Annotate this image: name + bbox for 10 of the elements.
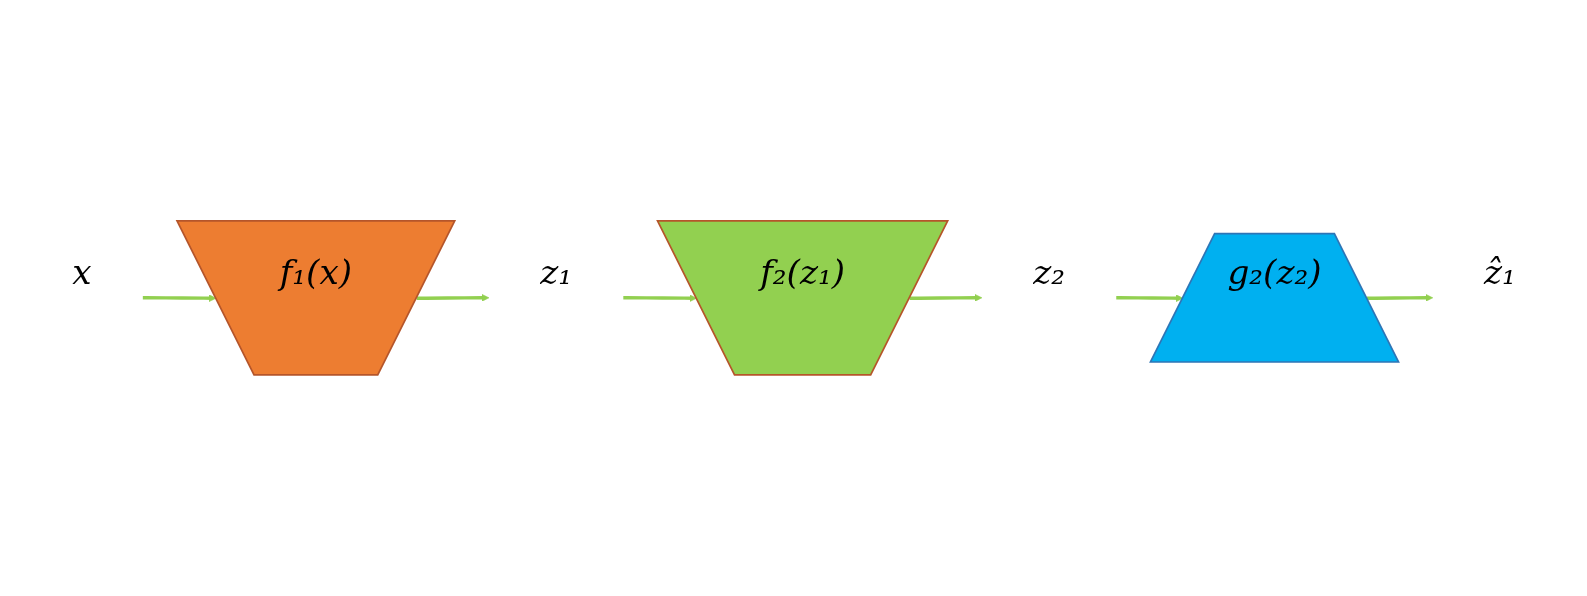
node-text: z₁ bbox=[539, 252, 572, 293]
arrow bbox=[1366, 294, 1433, 302]
node-text: ẑ₁ bbox=[1483, 252, 1516, 293]
arrow bbox=[622, 294, 697, 303]
arrow bbox=[416, 294, 489, 302]
arrow bbox=[909, 294, 982, 302]
arrow bbox=[142, 294, 216, 303]
node-text: x bbox=[71, 252, 92, 293]
node-text: z₂ bbox=[1032, 252, 1065, 293]
arrow bbox=[1115, 294, 1183, 303]
